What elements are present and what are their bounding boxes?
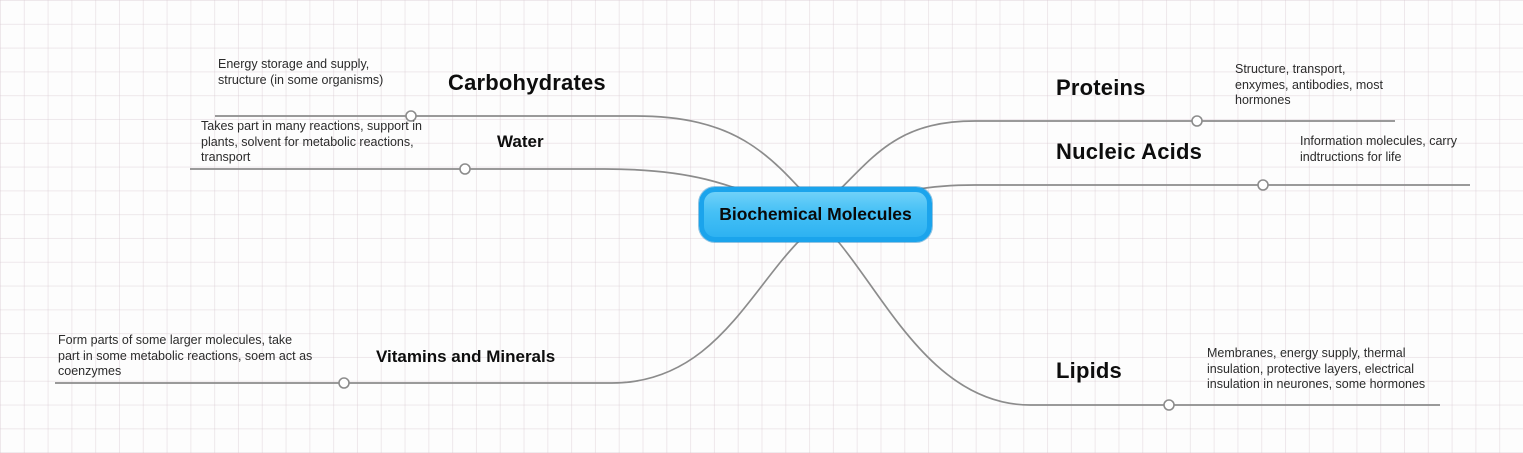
node-proteins[interactable]: Proteins	[1056, 75, 1146, 100]
note-lipids: Membranes, energy supply, thermal insula…	[1207, 346, 1426, 391]
connector-vitamins-and-minerals	[55, 239, 801, 384]
center-node-label: Biochemical Molecules	[719, 204, 912, 224]
connector-dot-water	[459, 163, 471, 175]
connector-nucleic-acids	[842, 184, 1470, 209]
connector-dot-nucleic-acids	[1257, 179, 1269, 191]
connector-dot-proteins	[1191, 115, 1203, 127]
connector-dot-lipids	[1163, 399, 1175, 411]
node-lipids[interactable]: Lipids	[1056, 358, 1122, 383]
note-proteins: Structure, transport, enxymes, antibodie…	[1235, 62, 1383, 107]
connector-proteins	[825, 120, 1395, 204]
node-nucleic-acids[interactable]: Nucleic Acids	[1056, 139, 1203, 164]
node-biochemical-molecules[interactable]: Biochemical Molecules	[699, 187, 932, 242]
connector-lipids	[835, 238, 1440, 406]
note-carbohydrates: Energy storage and supply, structure (in…	[218, 57, 384, 87]
note-nucleic-acids: Information molecules, carry indtruction…	[1300, 134, 1458, 164]
connector-dot-carbohydrates	[405, 110, 417, 122]
connector-water	[190, 168, 785, 208]
connector-dot-vitamins-and-minerals	[338, 377, 350, 389]
note-vitamins-and-minerals: Form parts of some larger molecules, tak…	[58, 333, 313, 378]
note-water: Takes part in many reactions, support in…	[201, 119, 422, 164]
connector-carbohydrates	[215, 115, 815, 205]
node-water[interactable]: Water	[497, 132, 544, 151]
node-vitamins-and-minerals[interactable]: Vitamins and Minerals	[376, 347, 556, 366]
node-carbohydrates[interactable]: Carbohydrates	[448, 70, 606, 95]
